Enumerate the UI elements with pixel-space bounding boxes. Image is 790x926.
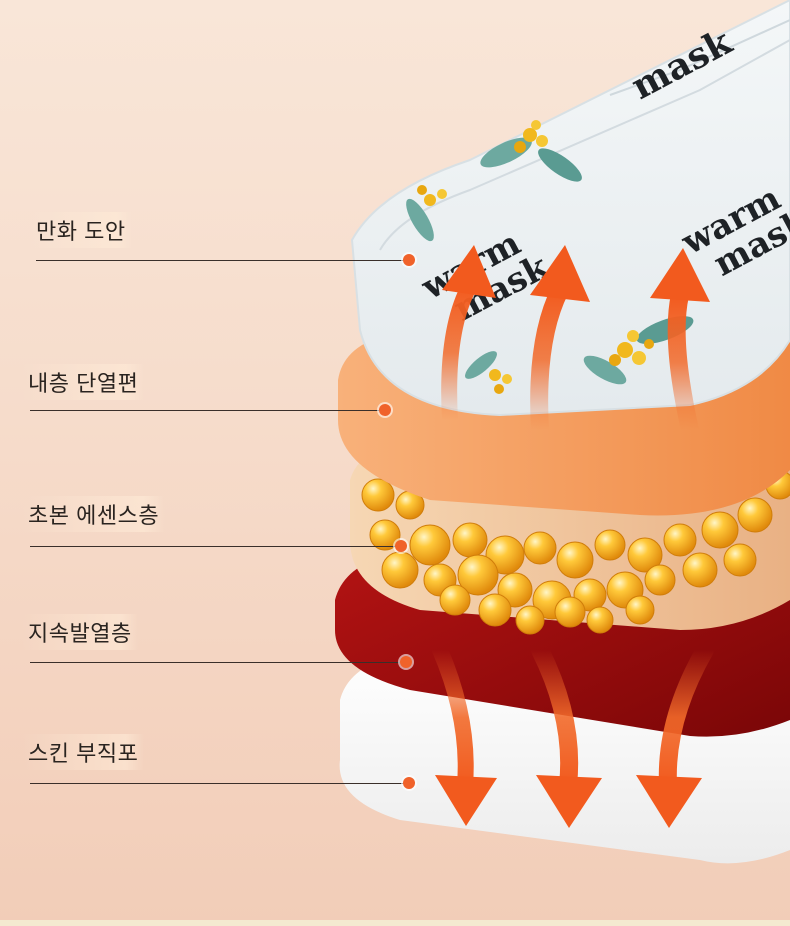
essence-bead-icon (439, 584, 471, 616)
leader-line-insulation-layer (30, 410, 382, 411)
heat-down-arrow-icon (636, 641, 714, 828)
marker-dot-insulation-layer (379, 404, 391, 416)
marker-dot-heat-layer (400, 656, 412, 668)
label-insulation-layer: 내층 단열편 (22, 364, 145, 400)
essence-bead-icon (409, 524, 451, 566)
essence-bead-icon (594, 529, 626, 561)
heat-down-arrow-icon (531, 641, 602, 828)
essence-bead-icon (523, 531, 557, 565)
leader-line-pattern-layer (36, 260, 408, 261)
essence-bead-icon (515, 605, 545, 635)
essence-bead-icon (452, 522, 488, 558)
osmanthus-flower-icon (406, 185, 447, 242)
label-essence-layer: 초본 에센스층 (22, 496, 166, 532)
label-skin-layer: 스킨 부직포 (22, 734, 145, 770)
label-heat-layer: 지속발열층 (22, 614, 138, 650)
essence-bead-icon (554, 596, 586, 628)
bottom-strip (0, 920, 790, 926)
heat-up-arrow-icon (530, 245, 590, 439)
marker-dot-skin-layer (403, 777, 415, 789)
essence-bead-icon (381, 551, 419, 589)
essence-bead-icon (556, 541, 594, 579)
osmanthus-flower-icon (480, 120, 582, 182)
essence-bead-icon (737, 497, 773, 533)
essence-bead-icon (701, 511, 739, 549)
pattern-layer-fold (609, 19, 790, 96)
essence-bead-icon (586, 606, 614, 634)
essence-bead-icon (457, 554, 499, 596)
label-pattern-layer: 만화 도안 (30, 212, 132, 248)
marker-dot-essence-layer (395, 540, 407, 552)
essence-bead-icon (625, 595, 655, 625)
heat-up-arrow-icon (650, 248, 710, 439)
leader-line-heat-layer (30, 662, 402, 663)
marker-dot-pattern-layer (403, 254, 415, 266)
essence-bead-icon (682, 552, 718, 588)
leader-line-essence-layer (30, 546, 398, 547)
osmanthus-flower-icon (465, 351, 512, 394)
essence-bead-icon (644, 564, 676, 596)
heat-down-arrow-icon (432, 642, 497, 826)
essence-bead-icon (361, 478, 395, 512)
essence-bead-icon (663, 523, 697, 557)
leader-line-skin-layer (30, 783, 404, 784)
essence-bead-icon (723, 543, 757, 577)
essence-bead-icon (478, 593, 512, 627)
essence-bead-icon (627, 537, 663, 573)
essence-bead-icon (369, 519, 401, 551)
essence-bead-group (361, 442, 790, 635)
heat-up-arrow-icon (441, 245, 496, 428)
